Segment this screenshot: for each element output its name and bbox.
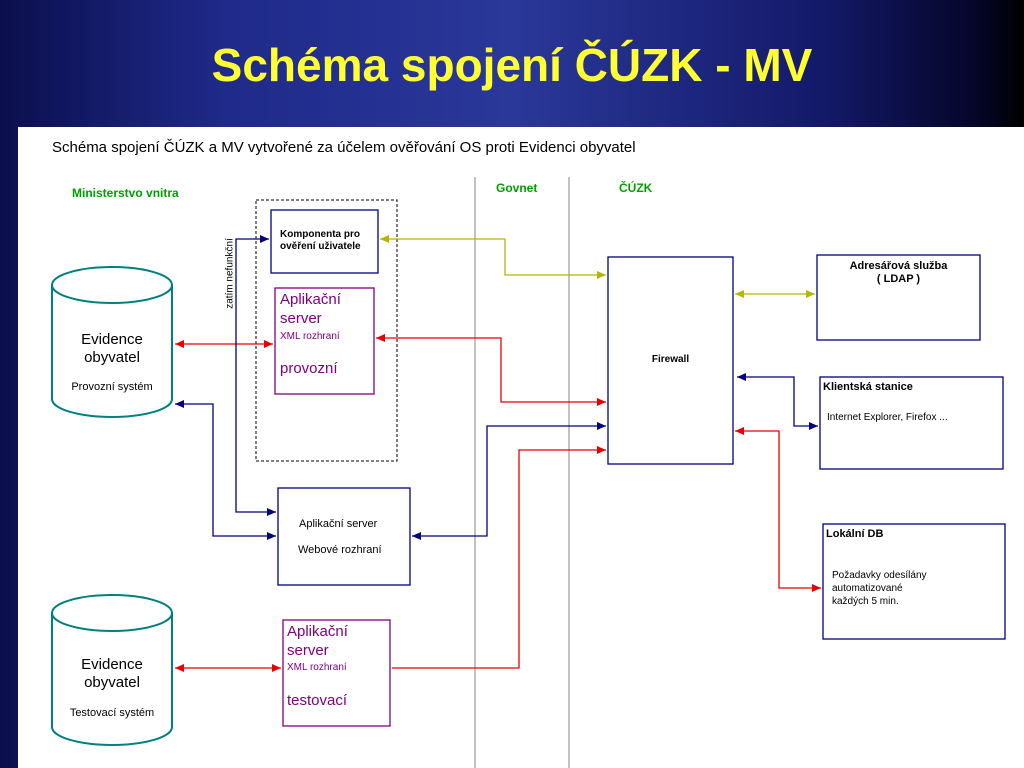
db-prod-line3: Provozní systém xyxy=(71,381,153,393)
app-web-line2: Webové rozhraní xyxy=(298,544,382,556)
app-prod-line4: provozní xyxy=(280,360,338,377)
db-test-line3: Testovací systém xyxy=(69,707,155,719)
ldap-line1: Adresářová služba xyxy=(849,260,948,272)
link-apptest-firewall xyxy=(392,446,606,669)
db-prod-line2: obyvatel xyxy=(84,349,140,366)
app-prod-line3: XML rozhraní xyxy=(280,331,340,342)
app-test-line2: server xyxy=(287,642,329,659)
app-server-web-box xyxy=(277,487,411,586)
client-line1: Klientská stanice xyxy=(823,381,913,393)
vertical-note-nonfunctional: zatím nefunkční xyxy=(224,238,236,309)
link-client-firewall xyxy=(737,373,818,430)
zone-label-mv: Ministerstvo vnitra xyxy=(72,186,179,200)
localdb-line2: Požadavky odesílány xyxy=(832,570,927,581)
link-komponenta-firewall xyxy=(380,235,606,279)
link-firewall-appweb xyxy=(412,422,606,540)
db-test-line2: obyvatel xyxy=(84,674,140,691)
ldap-line2: ( LDAP ) xyxy=(876,273,921,285)
slide-title: Schéma spojení ČÚZK - MV xyxy=(211,39,813,91)
diagram-heading: Schéma spojení ČÚZK a MV vytvořené za úč… xyxy=(52,139,636,156)
localdb-box xyxy=(822,523,1006,640)
db-test-cylinder xyxy=(51,594,173,746)
app-test-line4: testovací xyxy=(287,692,348,709)
app-test-line3: XML rozhraní xyxy=(287,662,347,673)
client-line2: Internet Explorer, Firefox ... xyxy=(827,412,948,423)
zone-label-cuzk: ČÚZK xyxy=(619,181,653,195)
app-test-line1: Aplikační xyxy=(287,623,348,640)
ldap-box xyxy=(816,254,981,341)
app-server-test-box xyxy=(282,619,391,727)
db-prod-line1: Evidence xyxy=(81,331,143,348)
firewall-label: Firewall xyxy=(651,354,690,365)
komponenta-label-1: Komponenta pro xyxy=(280,229,360,240)
link-appprod-firewall xyxy=(376,334,606,406)
app-prod-line2: server xyxy=(280,310,322,327)
zone-label-govnet: Govnet xyxy=(496,181,538,195)
app-web-line1: Aplikační server xyxy=(299,518,378,530)
db-prod-cylinder xyxy=(51,266,173,418)
localdb-line1: Lokální DB xyxy=(826,528,884,540)
link-dbprod-appweb xyxy=(175,400,276,540)
komponenta-label-2: ověření uživatele xyxy=(280,241,361,252)
diagram-lines xyxy=(51,177,1006,768)
localdb-line4: každých 5 min. xyxy=(832,596,899,607)
firewall-box xyxy=(607,256,734,465)
link-firewall-localdb xyxy=(735,427,821,592)
db-test-line1: Evidence xyxy=(81,656,143,673)
connection-diagram: Schéma spojení ČÚZK a MV vytvořené za úč… xyxy=(18,127,1024,768)
client-box xyxy=(819,376,1004,470)
link-appweb-komponenta xyxy=(235,235,276,516)
localdb-line3: automatizované xyxy=(832,583,903,594)
app-prod-line1: Aplikační xyxy=(280,291,341,308)
mv-dashed-frame xyxy=(255,199,398,462)
